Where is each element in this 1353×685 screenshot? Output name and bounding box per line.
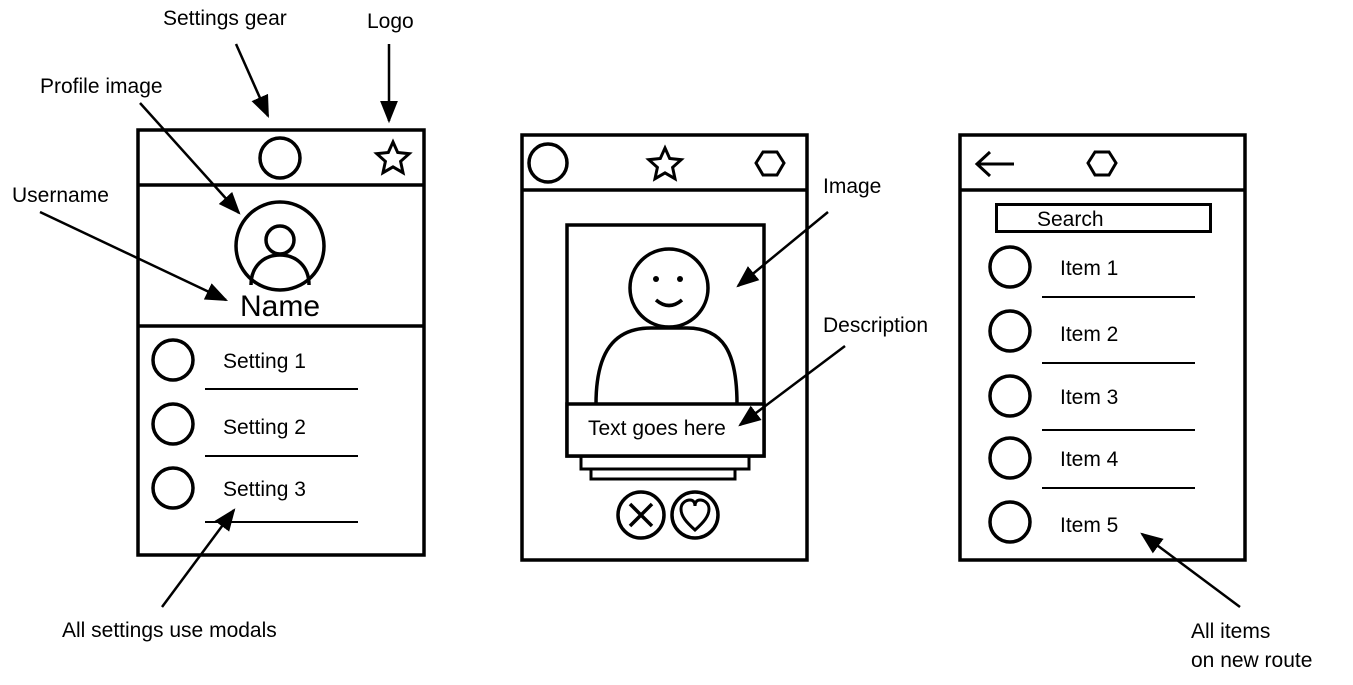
arrow-username [39,210,229,302]
label-logo: Logo [367,10,414,33]
item-5-icon [988,500,1032,544]
like-heart-icon[interactable] [670,490,720,540]
label-all-items-line2: on new route [1191,649,1313,672]
arrow-description [738,345,846,427]
list-item-3[interactable]: Item 3 [1060,386,1119,409]
label-profile-image: Profile image [40,75,163,98]
label-username: Username [12,184,109,207]
star-icon [645,144,685,182]
setting-item-1[interactable]: Setting 1 [223,350,306,373]
setting-3-icon [151,466,195,510]
profile-screen [136,128,426,557]
list-item-2[interactable]: Item 2 [1060,323,1119,346]
profile-circle-icon[interactable] [527,142,569,184]
list-item-1[interactable]: Item 1 [1060,257,1119,280]
item-1-icon [988,245,1032,289]
item-4-icon [988,436,1032,480]
logo-star-icon [373,138,413,176]
setting-item-2[interactable]: Setting 2 [223,416,306,439]
label-all-items-line1: All items [1191,620,1271,643]
hexagon-icon[interactable] [1086,150,1118,177]
profile-avatar-icon[interactable] [234,200,326,292]
swipe-screen [520,133,809,562]
item-3-icon [988,374,1032,418]
list-item-5[interactable]: Item 5 [1060,514,1119,537]
back-arrow-icon[interactable] [974,150,1014,178]
setting-2-icon [151,402,195,446]
setting-item-3[interactable]: Setting 3 [223,478,306,501]
search-placeholder: Search [1037,208,1104,231]
annotation-arrows [39,43,1241,609]
setting-1-icon [151,338,195,382]
settings-gear-icon[interactable] [258,136,302,180]
arrow-all-settings [160,508,236,608]
list-screen-frame [958,133,1247,562]
label-settings-gear: Settings gear [163,7,287,30]
card-description-text: Text goes here [588,417,726,440]
list-item-4[interactable]: Item 4 [1060,448,1119,471]
label-image: Image [823,175,882,198]
person-image-icon [594,247,739,405]
profile-screen-frame [136,128,426,557]
list-screen [958,133,1247,562]
profile-username: Name [240,290,321,323]
arrow-image [736,211,829,288]
hexagon-icon[interactable] [754,150,786,177]
arrow-profile-image [139,102,241,215]
arrow-all-items [1140,532,1241,609]
search-input[interactable] [995,203,1212,233]
swipe-screen-frame [520,133,809,562]
arrow-settings-gear [234,43,270,119]
label-all-settings: All settings use modals [62,619,277,642]
card-stack-back-1 [579,454,751,471]
item-2-icon [988,309,1032,353]
card-description-box [565,402,766,458]
reject-x-icon[interactable] [616,490,666,540]
label-description: Description [823,314,929,337]
